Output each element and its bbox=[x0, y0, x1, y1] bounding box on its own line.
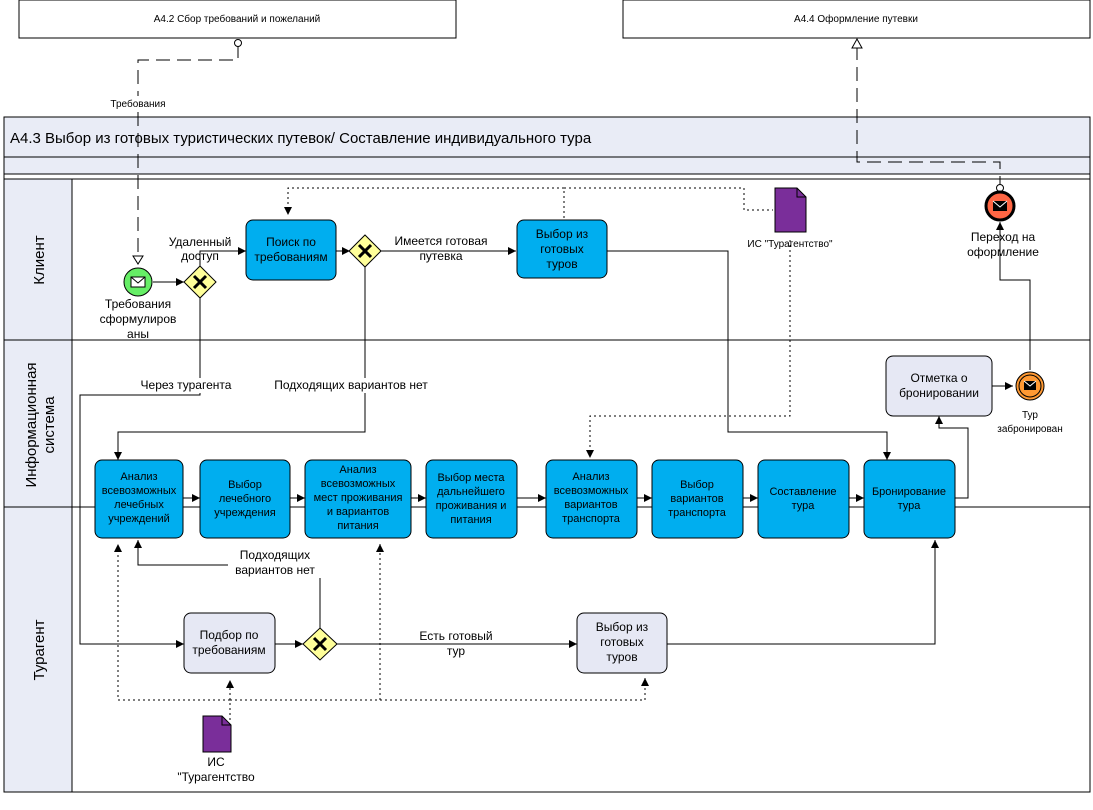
gateway-remote[interactable] bbox=[183, 265, 217, 299]
start-event[interactable] bbox=[123, 267, 153, 297]
svg-text:питания: питания bbox=[450, 514, 491, 526]
task-book-tour[interactable]: Бронирование тура bbox=[863, 459, 956, 539]
svg-text:А4.4 Оформление путевки: А4.4 Оформление путевки bbox=[794, 13, 918, 25]
lane-client: Клиент bbox=[31, 235, 48, 284]
task-booking-mark[interactable]: Отметка о бронировании bbox=[885, 355, 993, 417]
svg-text:Есть готовый: Есть готовый bbox=[419, 629, 492, 643]
svg-text:бронировании: бронировании bbox=[899, 386, 979, 400]
task-client-choose[interactable]: Выбор из готовых туров bbox=[516, 219, 608, 279]
gateway-agent-result[interactable] bbox=[302, 627, 338, 661]
svg-text:дальнейшего: дальнейшего bbox=[437, 486, 505, 498]
svg-text:Бронирование: Бронирование bbox=[872, 486, 946, 498]
svg-text:ИС "Турагентство": ИС "Турагентство" bbox=[747, 239, 833, 250]
svg-text:Требования: Требования bbox=[105, 297, 171, 311]
data-object-is-client[interactable] bbox=[774, 187, 807, 233]
svg-text:проживания и: проживания и bbox=[436, 500, 507, 512]
task-analyze-medical[interactable]: Анализ всевозможных лечебных учреждений bbox=[94, 459, 184, 539]
svg-text:Анализ: Анализ bbox=[572, 471, 609, 483]
svg-text:Подходящих: Подходящих bbox=[240, 548, 310, 562]
svg-text:Составление: Составление bbox=[769, 486, 836, 498]
svg-text:транспорта: транспорта bbox=[668, 507, 727, 519]
envelope-icon bbox=[130, 276, 146, 288]
svg-text:Отметка о: Отметка о bbox=[910, 371, 967, 385]
svg-text:Выбор из: Выбор из bbox=[536, 227, 589, 241]
task-search[interactable]: Поиск по требованиям bbox=[245, 219, 337, 281]
task-compose-tour[interactable]: Составление тура bbox=[757, 459, 850, 539]
svg-text:Имеется готовая: Имеется готовая bbox=[395, 234, 488, 248]
svg-text:Удаленный: Удаленный bbox=[169, 235, 232, 249]
svg-text:сформулиров: сформулиров bbox=[100, 312, 177, 326]
flow-labels: Удаленный доступ Имеется готовая путевка… bbox=[133, 234, 493, 658]
lane-is-line2: система bbox=[41, 396, 58, 454]
svg-text:доступ: доступ bbox=[181, 249, 219, 263]
svg-text:всевозможных: всевозможных bbox=[554, 485, 629, 497]
svg-text:А4.2 Сбор требований и пожелан: А4.2 Сбор требований и пожеланий bbox=[154, 13, 321, 25]
task-choose-accommodation[interactable]: Выбор места дальнейшего проживания и пит… bbox=[425, 459, 518, 539]
flow-label-requirements: Требования bbox=[110, 98, 165, 110]
sequence-flows bbox=[79, 222, 1031, 648]
svg-text:лечебных: лечебных bbox=[114, 499, 164, 511]
svg-text:всевозможных: всевозможных bbox=[321, 478, 396, 490]
svg-text:вариантов нет: вариантов нет bbox=[235, 563, 315, 577]
gateway-search-result[interactable] bbox=[348, 234, 382, 268]
svg-text:Выбор: Выбор bbox=[228, 479, 262, 491]
message-flows-external bbox=[132, 37, 1004, 265]
task-analyze-accommodation[interactable]: Анализ всевозможных мест проживания и ва… bbox=[304, 459, 412, 539]
svg-text:готовых: готовых bbox=[600, 635, 644, 649]
svg-text:тура: тура bbox=[898, 500, 922, 512]
svg-text:вариантов: вариантов bbox=[670, 493, 723, 505]
svg-text:туров: туров bbox=[546, 257, 577, 271]
svg-text:и вариантов: и вариантов bbox=[327, 506, 390, 518]
svg-text:всевозможных: всевозможных bbox=[102, 485, 177, 497]
svg-text:Анализ: Анализ bbox=[120, 471, 157, 483]
svg-text:забронирован: забронирован bbox=[997, 423, 1063, 435]
flow-label-via-agent: Через турагента bbox=[141, 378, 232, 392]
pool-title: А4.3 Выбор из готовых туристических путе… bbox=[10, 130, 592, 147]
task-agent-choose[interactable]: Выбор из готовых туров bbox=[576, 612, 668, 674]
lane-is-line1: Информационная bbox=[23, 362, 40, 487]
svg-text:Поиск по: Поиск по bbox=[266, 235, 316, 249]
pool: А4.3 Выбор из готовых туристических путе… bbox=[3, 116, 1091, 793]
svg-text:аны: аны bbox=[127, 327, 149, 341]
svg-text:Тур: Тур bbox=[1022, 410, 1038, 421]
svg-text:мест проживания: мест проживания bbox=[314, 492, 403, 504]
data-object-is-agent[interactable] bbox=[202, 715, 232, 753]
svg-text:Анализ: Анализ bbox=[339, 464, 376, 476]
svg-text:Подбор по: Подбор по bbox=[200, 628, 259, 642]
svg-text:требованиям: требованиям bbox=[254, 250, 327, 264]
svg-text:учреждения: учреждения bbox=[214, 507, 275, 519]
svg-text:лечебного: лечебного bbox=[219, 493, 271, 505]
envelope-filled-icon bbox=[993, 201, 1007, 211]
svg-text:питания: питания bbox=[337, 520, 378, 532]
task-agent-select[interactable]: Подбор по требованиям bbox=[183, 612, 276, 674]
svg-text:требованиям: требованиям bbox=[192, 643, 265, 657]
task-analyze-transport[interactable]: Анализ всевозможных вариантов транспорта bbox=[545, 459, 638, 539]
external-box-a42[interactable]: А4.2 Сбор требований и пожеланий bbox=[18, 0, 457, 39]
svg-text:Выбор места: Выбор места bbox=[437, 472, 505, 484]
svg-text:вариантов: вариантов bbox=[564, 499, 617, 511]
task-choose-transport[interactable]: Выбор вариантов транспорта bbox=[651, 459, 744, 539]
svg-text:ИС: ИС bbox=[207, 755, 225, 769]
svg-text:Выбор: Выбор bbox=[680, 479, 714, 491]
svg-text:"Турагентство: "Турагентство bbox=[177, 770, 255, 784]
svg-text:тур: тур bbox=[447, 644, 465, 658]
association-flows bbox=[114, 187, 791, 720]
flow-label-no-variants: Подходящих вариантов нет bbox=[274, 378, 428, 392]
lane-agent: Турагент bbox=[31, 619, 48, 680]
external-box-a44[interactable]: А4.4 Оформление путевки bbox=[622, 0, 1091, 39]
end-event-transfer[interactable] bbox=[984, 190, 1016, 222]
svg-text:транспорта: транспорта bbox=[562, 513, 621, 525]
svg-text:путевка: путевка bbox=[419, 249, 462, 263]
svg-text:готовых: готовых bbox=[540, 242, 584, 256]
svg-text:тура: тура bbox=[792, 500, 816, 512]
svg-text:Переход на: Переход на bbox=[971, 230, 1036, 244]
svg-text:Выбор из: Выбор из bbox=[596, 620, 649, 634]
intermediate-event-booked[interactable] bbox=[1015, 371, 1045, 401]
svg-text:туров: туров bbox=[606, 650, 637, 664]
svg-text:учреждений: учреждений bbox=[108, 513, 170, 525]
task-choose-medical[interactable]: Выбор лечебного учреждения bbox=[199, 459, 291, 539]
svg-text:оформление: оформление bbox=[967, 245, 1039, 259]
